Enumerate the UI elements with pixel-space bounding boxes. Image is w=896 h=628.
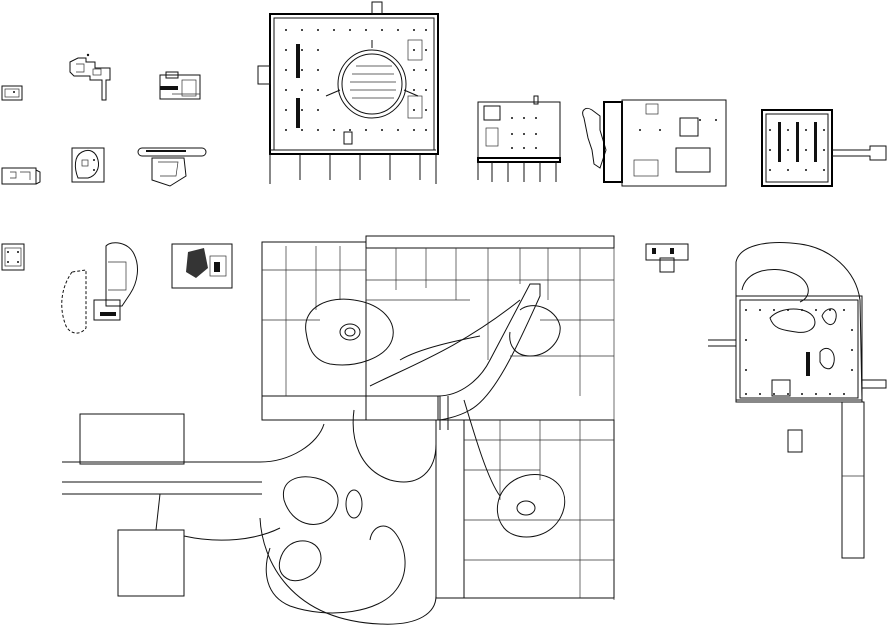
plan-pavilion [761,109,887,187]
plan-square-cube [1,243,25,271]
plan-gallery [477,95,561,182]
plan-small-5 [71,147,105,183]
plan-small-1 [1,85,23,101]
plan-small-grey [171,243,233,289]
plan-small-3 [159,71,201,100]
plan-circular-hall [257,1,439,184]
plan-small-6 [137,147,207,187]
plan-curved-building [708,242,887,559]
plan-villa [582,99,727,187]
plan-small-4 [1,167,41,185]
plan-tiny-right [645,243,689,273]
plan-curved-house [61,242,138,334]
plan-large-site [62,235,615,625]
plan-small-2 [69,53,111,101]
